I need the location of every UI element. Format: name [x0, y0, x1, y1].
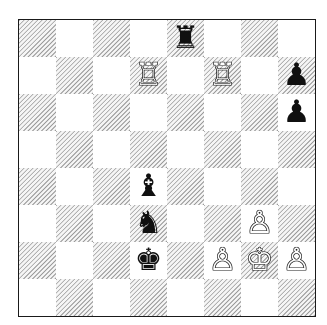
square-c6[interactable] — [93, 94, 130, 131]
square-a1[interactable] — [19, 279, 56, 316]
square-e2[interactable] — [167, 242, 204, 279]
white-pawn-icon[interactable]: ♙ — [209, 242, 237, 279]
square-h3[interactable] — [278, 205, 315, 242]
square-b5[interactable] — [56, 131, 93, 168]
black-king-icon[interactable]: ♚ — [135, 242, 163, 279]
black-knight-icon[interactable]: ♞ — [135, 205, 163, 242]
white-rook-icon[interactable]: ♖ — [135, 57, 163, 94]
square-e6[interactable] — [167, 94, 204, 131]
square-d1[interactable] — [130, 279, 167, 316]
square-e4[interactable] — [167, 168, 204, 205]
square-c7[interactable] — [93, 57, 130, 94]
square-b1[interactable] — [56, 279, 93, 316]
square-h2[interactable]: ♙ — [278, 242, 315, 279]
square-g8[interactable] — [241, 20, 278, 57]
square-g7[interactable] — [241, 57, 278, 94]
square-g1[interactable] — [241, 279, 278, 316]
square-b8[interactable] — [56, 20, 93, 57]
square-f4[interactable] — [204, 168, 241, 205]
square-d4[interactable]: ♝ — [130, 168, 167, 205]
square-b4[interactable] — [56, 168, 93, 205]
square-c3[interactable] — [93, 205, 130, 242]
square-e5[interactable] — [167, 131, 204, 168]
square-e7[interactable] — [167, 57, 204, 94]
square-d3[interactable]: ♞ — [130, 205, 167, 242]
square-h1[interactable] — [278, 279, 315, 316]
black-pawn-icon[interactable]: ♟ — [283, 57, 311, 94]
square-a7[interactable] — [19, 57, 56, 94]
chess-board: ♜♖ ♖ ♟♟ ♝♞ ♙ ♚ ♙♔♙ — [18, 19, 316, 317]
square-d6[interactable] — [130, 94, 167, 131]
white-king-icon[interactable]: ♔ — [246, 242, 274, 279]
square-g5[interactable] — [241, 131, 278, 168]
square-f2[interactable]: ♙ — [204, 242, 241, 279]
black-pawn-icon[interactable]: ♟ — [283, 94, 311, 131]
square-h8[interactable] — [278, 20, 315, 57]
square-f3[interactable] — [204, 205, 241, 242]
square-c2[interactable] — [93, 242, 130, 279]
square-e8[interactable]: ♜ — [167, 20, 204, 57]
square-b2[interactable] — [56, 242, 93, 279]
square-a4[interactable] — [19, 168, 56, 205]
square-g4[interactable] — [241, 168, 278, 205]
square-g2[interactable]: ♔ — [241, 242, 278, 279]
square-c5[interactable] — [93, 131, 130, 168]
square-a6[interactable] — [19, 94, 56, 131]
square-d5[interactable] — [130, 131, 167, 168]
square-d7[interactable]: ♖ — [130, 57, 167, 94]
square-h4[interactable] — [278, 168, 315, 205]
square-e1[interactable] — [167, 279, 204, 316]
square-e3[interactable] — [167, 205, 204, 242]
square-d8[interactable] — [130, 20, 167, 57]
square-f5[interactable] — [204, 131, 241, 168]
square-a2[interactable] — [19, 242, 56, 279]
square-a5[interactable] — [19, 131, 56, 168]
square-c1[interactable] — [93, 279, 130, 316]
white-rook-icon[interactable]: ♖ — [209, 57, 237, 94]
square-g6[interactable] — [241, 94, 278, 131]
square-c4[interactable] — [93, 168, 130, 205]
square-h7[interactable]: ♟ — [278, 57, 315, 94]
white-pawn-icon[interactable]: ♙ — [246, 205, 274, 242]
square-a8[interactable] — [19, 20, 56, 57]
square-g3[interactable]: ♙ — [241, 205, 278, 242]
square-f1[interactable] — [204, 279, 241, 316]
square-b7[interactable] — [56, 57, 93, 94]
square-f7[interactable]: ♖ — [204, 57, 241, 94]
square-b3[interactable] — [56, 205, 93, 242]
square-a3[interactable] — [19, 205, 56, 242]
square-f8[interactable] — [204, 20, 241, 57]
square-h5[interactable] — [278, 131, 315, 168]
square-b6[interactable] — [56, 94, 93, 131]
square-c8[interactable] — [93, 20, 130, 57]
white-pawn-icon[interactable]: ♙ — [283, 242, 311, 279]
black-rook-icon[interactable]: ♜ — [172, 20, 200, 57]
square-d2[interactable]: ♚ — [130, 242, 167, 279]
black-bishop-icon[interactable]: ♝ — [135, 168, 163, 205]
square-f6[interactable] — [204, 94, 241, 131]
square-h6[interactable]: ♟ — [278, 94, 315, 131]
